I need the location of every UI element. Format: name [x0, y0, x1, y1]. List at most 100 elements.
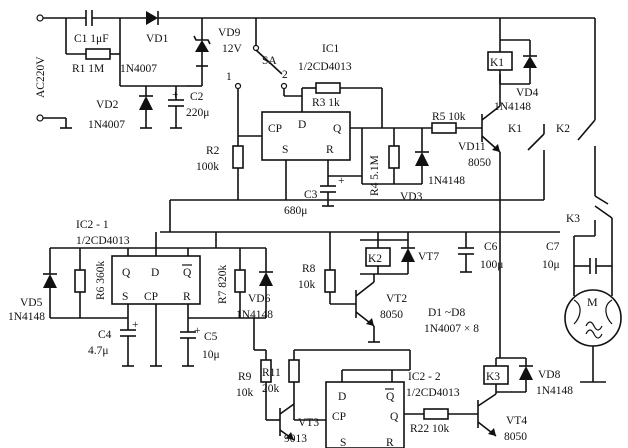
rectifier-section: VD2 1N4007 + C2 220μ — [88, 54, 209, 131]
ic2-2-cp: CP — [332, 411, 346, 423]
c4-plus: + — [132, 319, 139, 331]
ic2-2-body — [325, 381, 405, 448]
r3-resistor — [315, 82, 341, 94]
r2-resistor — [232, 145, 244, 169]
k3-driver: VT4 8050 K3 VD8 1N4148 — [477, 240, 573, 443]
ic2-1-qbar: Q — [183, 267, 192, 279]
r7-resistor — [234, 269, 246, 293]
c4-value: 4.7μ — [88, 345, 109, 357]
ic2-1-q: Q — [122, 267, 131, 279]
k1-driver: R5 10k VD11 8050 K1 VD4 1N4148 — [431, 18, 539, 240]
k3-relay-label: K3 — [486, 371, 500, 383]
ic1-body — [261, 111, 351, 161]
vd9-label: VD9 — [218, 27, 241, 39]
vd4-part: 1N4148 — [494, 101, 531, 113]
r5-resistor — [431, 122, 457, 134]
r2-label: R2 — [206, 145, 220, 157]
ic2-1-label: IC2 - 1 — [76, 219, 109, 231]
vt3-section: R9 10k R11 20k VT3 9013 — [236, 318, 411, 445]
k3-contact-label: K3 — [566, 213, 580, 225]
sa-switch: SA 1 2 — [226, 18, 288, 146]
vd4-label: VD4 — [516, 87, 539, 99]
ic1-q: Q — [333, 123, 342, 135]
vt2-part: 8050 — [380, 309, 403, 321]
c3-label: C3 — [304, 189, 318, 201]
r11-resistor — [288, 359, 300, 383]
k1-label: K1 — [490, 57, 504, 69]
ic2-2-qbar: Q — [386, 391, 395, 403]
ic2-1: IC2 - 1 1/2CD4013 Q D Q S CP R VD5 1N414… — [8, 200, 560, 367]
vt4-part: 8050 — [504, 431, 527, 443]
r4-label: R4 5.1M — [369, 155, 381, 196]
r3-label: R3 1k — [312, 97, 340, 109]
c4-label: C4 — [98, 329, 112, 341]
k2-label: K2 — [368, 253, 382, 265]
c2-value: 220μ — [186, 107, 209, 119]
c6-value: 100μ — [480, 259, 503, 271]
vd2-label: VD2 — [96, 99, 119, 111]
ic2-2-d: D — [338, 391, 346, 403]
sa-pin1: 1 — [226, 71, 232, 83]
r8-label: R8 — [302, 263, 316, 275]
k1-contact-label: K1 — [508, 123, 522, 135]
ic2-1-cp: CP — [144, 291, 158, 303]
motor-label: M — [587, 295, 598, 309]
c1-label: C1 1μF — [74, 33, 109, 45]
ic2-1-s: S — [122, 291, 128, 303]
c3-plus: + — [338, 175, 345, 187]
r9-value: 10k — [236, 387, 254, 399]
vd8-label: VD8 — [538, 369, 561, 381]
c2-label: C2 — [190, 91, 204, 103]
r11-label: R11 — [262, 367, 281, 379]
vd5-part: 1N4148 — [8, 311, 45, 323]
c5-plus: + — [194, 325, 201, 337]
r1-label: R1 1M — [72, 63, 104, 75]
ic1-s: S — [282, 144, 288, 156]
vd3-label: VD3 — [400, 191, 423, 203]
r11-value: 20k — [262, 383, 280, 395]
vt4-label: VT4 — [506, 415, 527, 427]
ic2-2-q: Q — [390, 411, 399, 423]
vd11-label: VD11 — [458, 141, 486, 153]
r22-resistor — [423, 408, 449, 420]
c3-value: 680μ — [284, 205, 307, 217]
ac-terminal-bottom — [36, 114, 44, 122]
c6-label: C6 — [484, 241, 498, 253]
sa-pin2: 2 — [282, 69, 288, 81]
ic2-1-part: 1/2CD4013 — [76, 235, 130, 247]
r4-resistor — [388, 145, 400, 169]
k2-contact-label: K2 — [556, 123, 570, 135]
c5-label: C5 — [204, 331, 218, 343]
sa-label: SA — [262, 55, 277, 67]
ac-label: AC220V — [35, 56, 47, 98]
vd3-part: 1N4148 — [428, 175, 465, 187]
ic1-r: R — [326, 144, 334, 156]
r6-resistor — [74, 269, 86, 293]
c7-value: 10μ — [542, 259, 560, 271]
r9-label: R9 — [238, 371, 252, 383]
ic1-part: 1/2CD4013 — [298, 61, 352, 73]
vd1-diode: VD1 1N4007 — [120, 11, 595, 75]
ic2-2: D Q CP Q S R IC2 - 2 1/2CD4013 R22 10k — [325, 360, 478, 448]
c7-label: C7 — [546, 241, 560, 253]
ic2-2-part: 1/2CD4013 — [406, 387, 460, 399]
r7-label: R7 820k — [217, 264, 229, 304]
r6-label: R6 360k — [95, 260, 107, 300]
ic1: IC1 1/2CD4013 CP D Q S R R3 1k R2 100k + — [196, 43, 465, 217]
r5-label: R5 10k — [432, 111, 466, 123]
d1d8-label: D1 ~D8 — [428, 307, 465, 319]
vt3-label: VT3 — [298, 417, 319, 429]
ic2-1-body — [111, 255, 201, 305]
output-contacts: K1 K2 K3 C7 10μ M — [170, 18, 622, 383]
d1d8-part: 1N4007 × 8 — [424, 323, 479, 335]
vt3-part: 9013 — [284, 433, 307, 445]
vt7-label: VT7 — [418, 251, 439, 263]
ic1-label: IC1 — [322, 43, 340, 55]
vd9-zener: VD9 12V — [193, 18, 243, 67]
ic2-2-s: S — [340, 437, 346, 448]
ac-input: AC220V — [35, 14, 72, 129]
r2-value: 100k — [196, 161, 219, 173]
ic1-cp: CP — [268, 123, 282, 135]
